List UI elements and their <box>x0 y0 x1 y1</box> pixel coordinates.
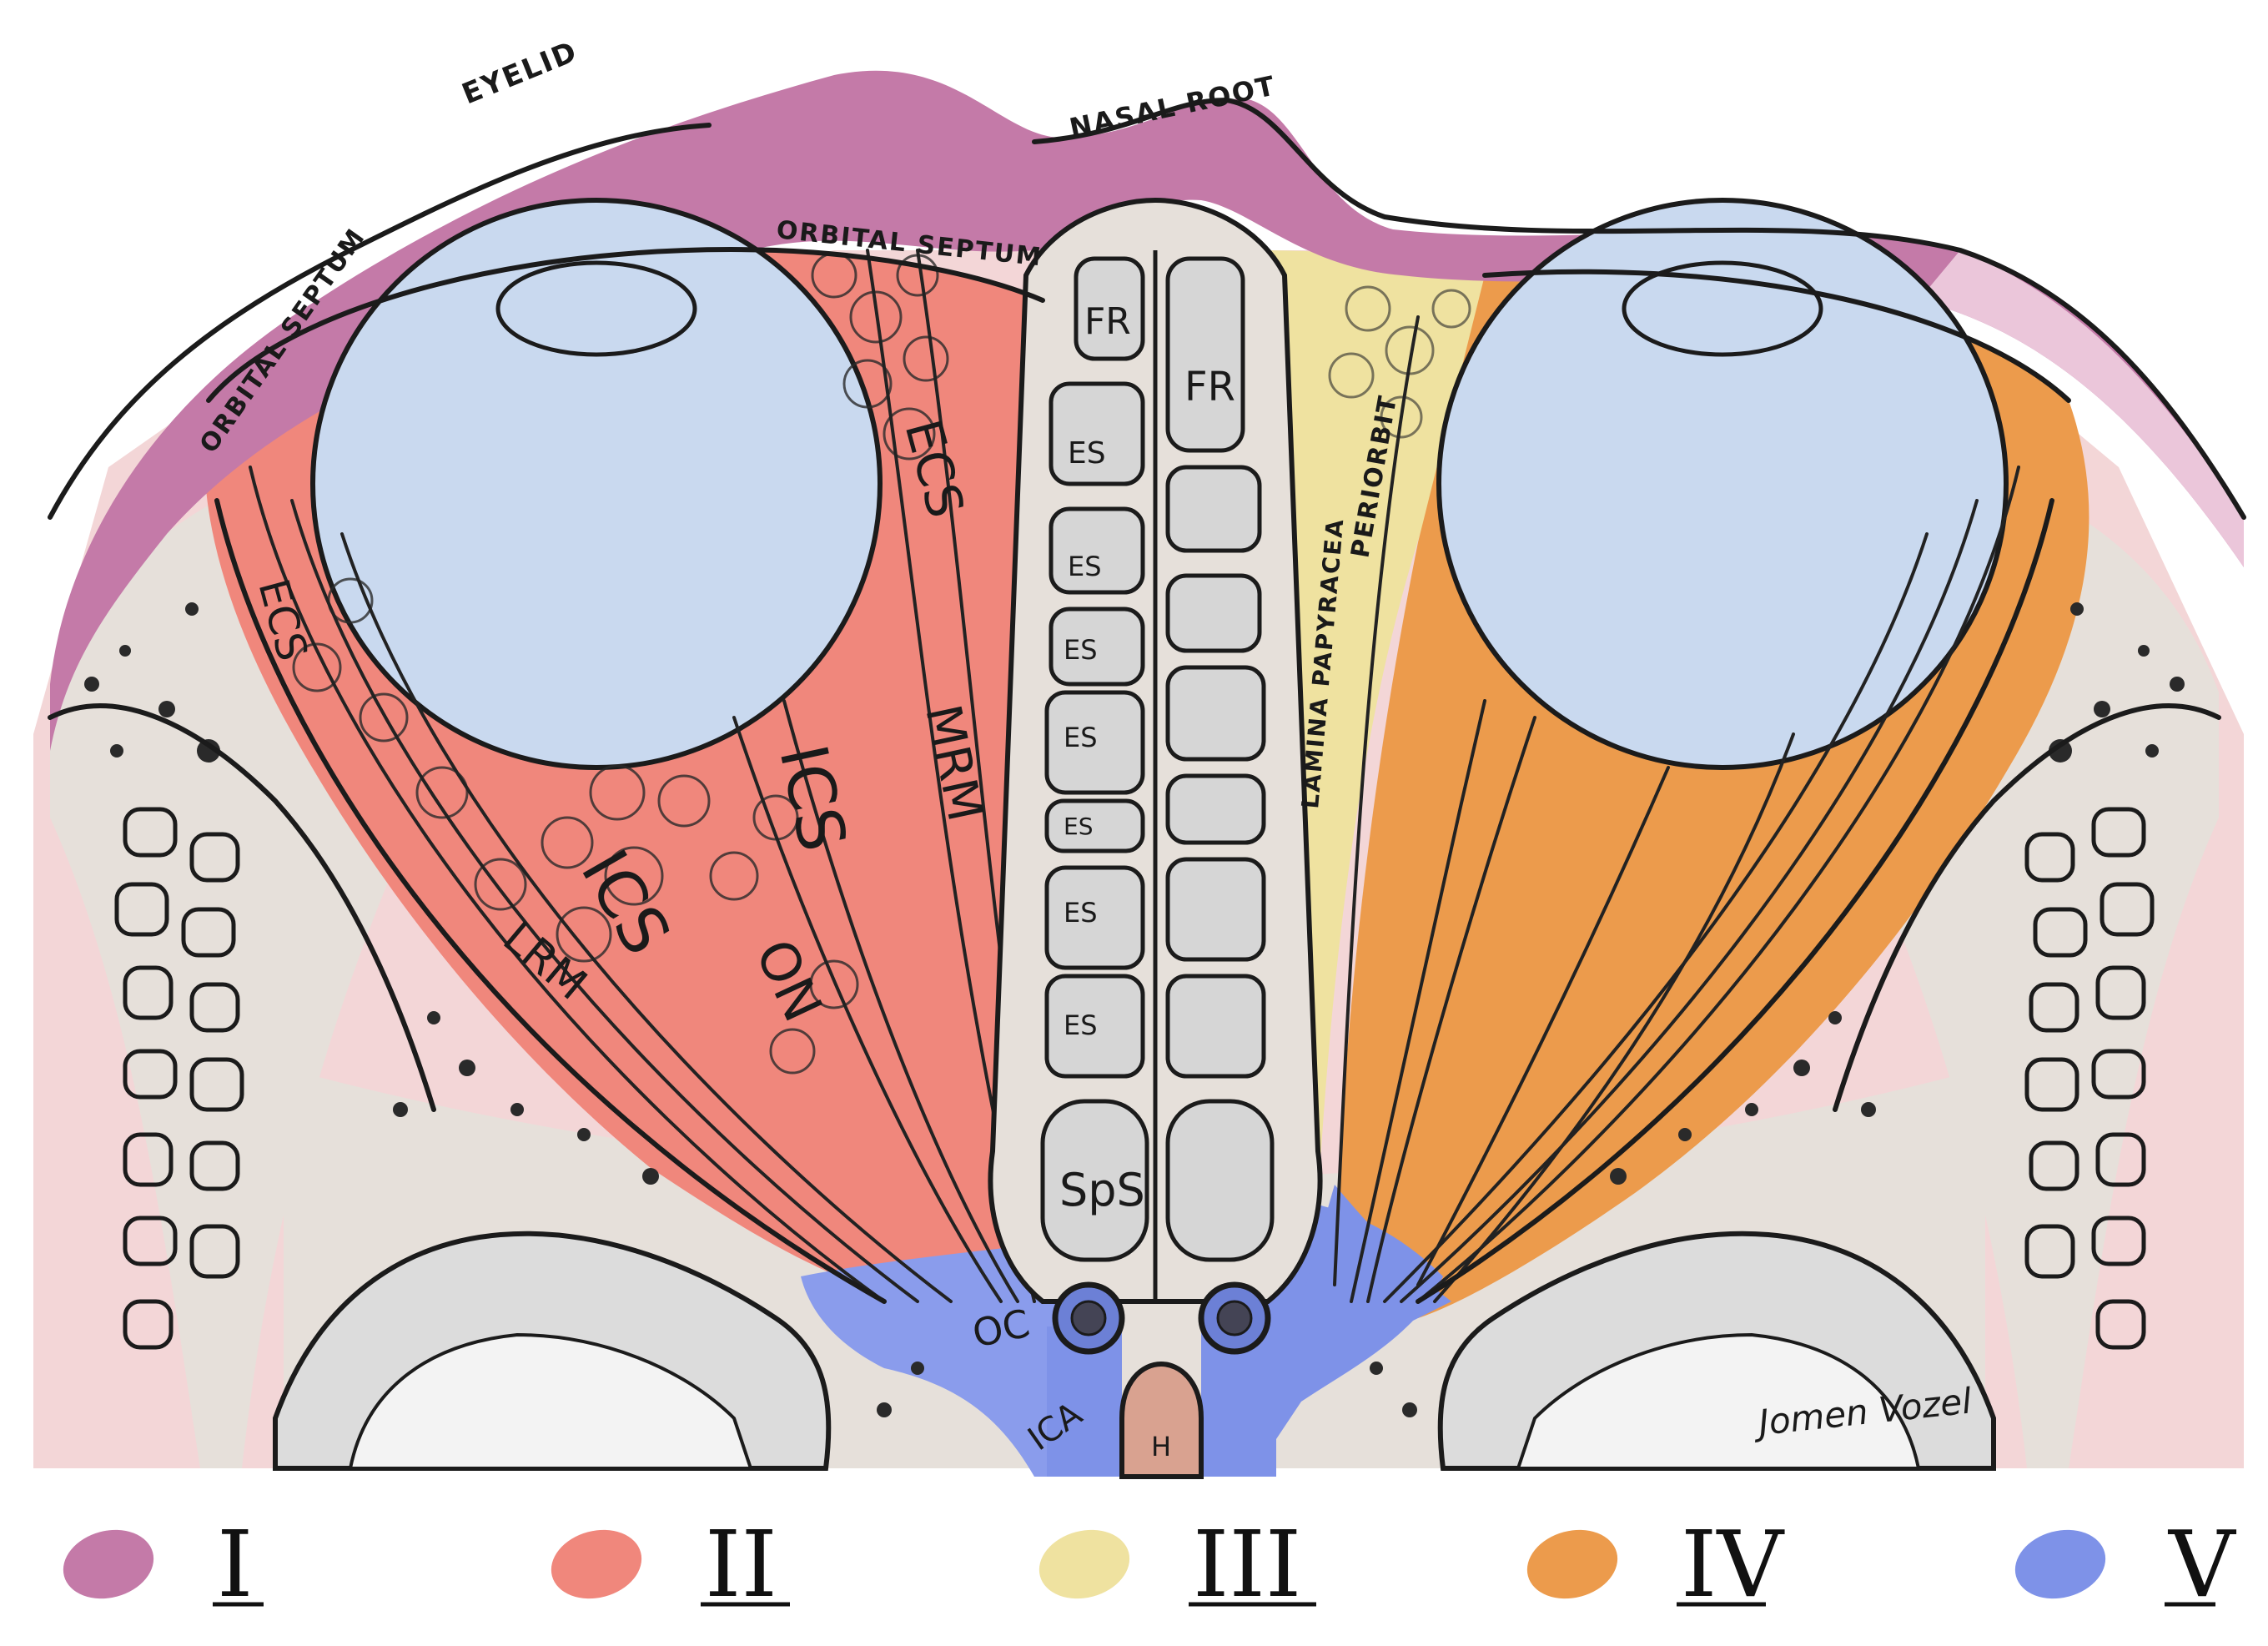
label-es-5: ES <box>1064 813 1093 840</box>
cornea-right <box>1622 260 1823 357</box>
cornea-left <box>495 260 697 357</box>
label-es-3: ES <box>1064 634 1098 666</box>
brain-white-matter-left <box>348 1332 753 1470</box>
lateral-orbit-curve-right <box>1833 703 2221 1112</box>
label-fr-2: FR <box>1184 364 1235 410</box>
muscle-lines-right <box>1333 315 2020 1303</box>
label-eyelid: EYELID <box>457 35 582 112</box>
air-cells <box>1040 256 1275 1262</box>
legend-numeral-1: I <box>217 1511 253 1618</box>
legend-swatch-3 <box>1038 1529 1130 1599</box>
hypophysis <box>1119 1361 1204 1479</box>
label-fr-1: FR <box>1084 300 1131 343</box>
zone-V-left <box>801 1243 1084 1477</box>
orbital-fat-right <box>1328 285 1471 439</box>
legend-swatch-2 <box>551 1529 642 1599</box>
globe-right <box>1436 198 2009 770</box>
legend-swatch-5 <box>2014 1529 2106 1599</box>
label-es-6: ES <box>1064 897 1098 929</box>
orbital-septum-band <box>1918 250 2244 567</box>
lateral-orbit-curve-left <box>48 703 436 1112</box>
orbit-wall-left <box>214 498 887 1304</box>
legend-numeral-5: V <box>2167 1511 2237 1618</box>
label-es-4: ES <box>1064 722 1098 753</box>
legend-numeral-4: IV <box>1681 1511 1785 1618</box>
label-es-7: ES <box>1064 1009 1098 1041</box>
label-es-2: ES <box>1068 551 1102 582</box>
legend-numeral-2: II <box>705 1511 777 1618</box>
marrow-cells-left <box>114 807 244 1350</box>
orbit-outline-left <box>206 247 1045 403</box>
label-h: H <box>1151 1431 1171 1462</box>
legend-swatch-4 <box>1526 1529 1618 1599</box>
bone-speckles <box>84 602 2185 1417</box>
label-sps: SpS <box>1059 1164 1145 1216</box>
brain-white-matter-right <box>1516 1332 1921 1470</box>
legend-swatch-1 <box>63 1529 154 1599</box>
label-es-1: ES <box>1068 436 1106 471</box>
orbital-fat-left <box>292 252 949 1075</box>
skin-outline <box>48 98 2246 520</box>
legend-numeral-3: III <box>1193 1511 1301 1618</box>
optic-canal-right-inner <box>1216 1300 1253 1336</box>
globe-left <box>310 198 883 770</box>
marrow-cells-right <box>2024 807 2155 1350</box>
orbit-outline-right <box>1482 269 2071 403</box>
orbit-wall-right <box>1416 498 2054 1304</box>
optic-canal-left-inner <box>1070 1300 1107 1336</box>
